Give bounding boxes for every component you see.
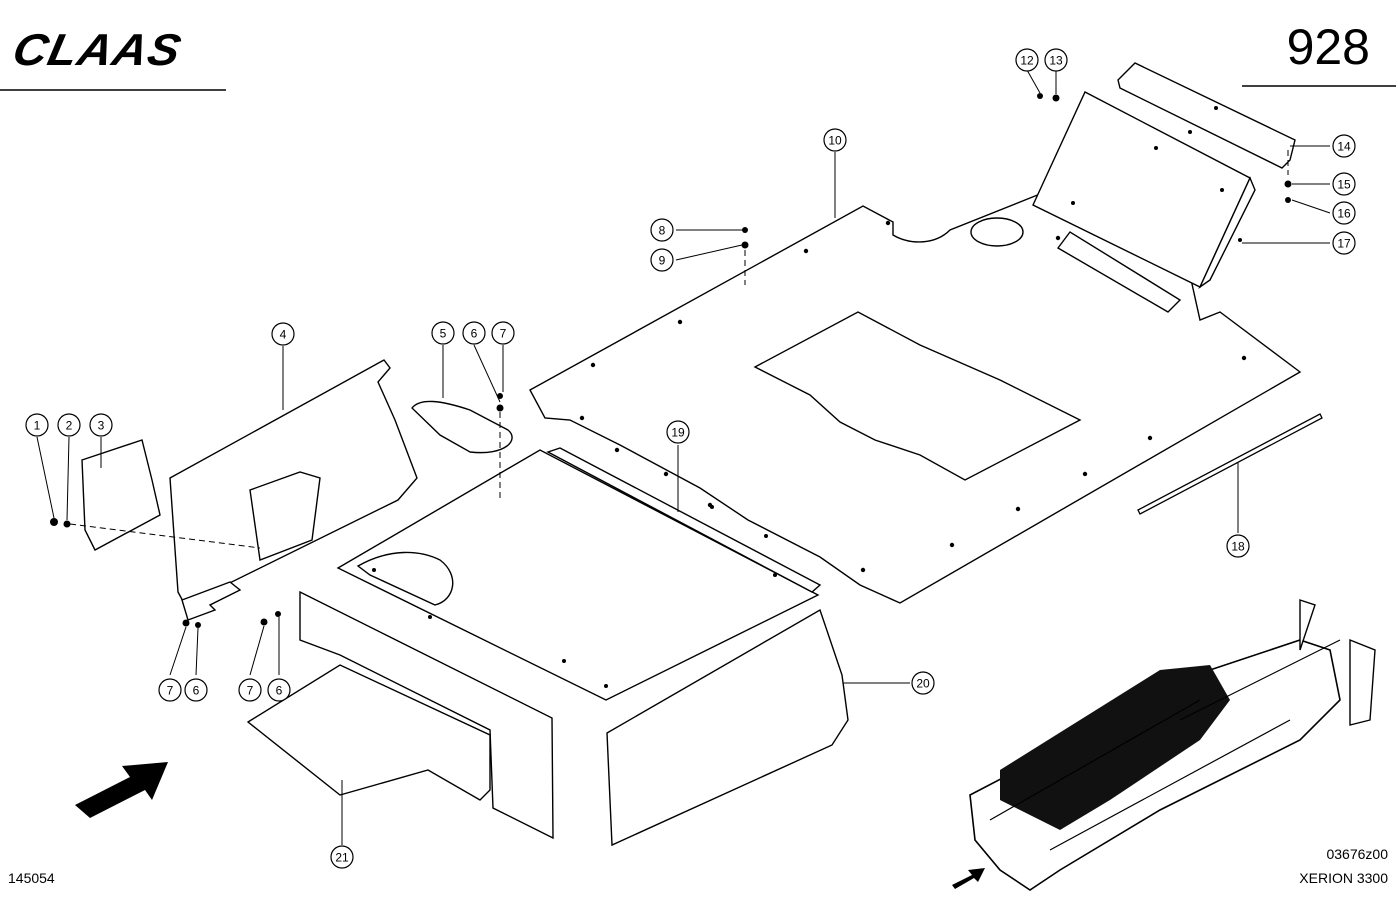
callout-14: 14: [1337, 140, 1351, 154]
rear-cover: [1032, 62, 1296, 313]
callout-19: 19: [671, 426, 685, 440]
callout-20: 20: [916, 677, 930, 691]
cover-plate: [411, 400, 513, 454]
drawing-code: 03676z00: [1326, 846, 1388, 862]
direction-arrow-icon: [75, 762, 168, 818]
callout-7: 7: [247, 684, 254, 698]
callout-circles: [25, 48, 1356, 869]
small-bracket: [81, 439, 161, 551]
leader-lines: [36, 69, 1331, 845]
callout-2: 2: [66, 419, 73, 433]
center-panel-holes: [372, 505, 777, 688]
callout-6: 6: [471, 327, 478, 341]
callout-16: 16: [1337, 207, 1351, 221]
reference-number: 145054: [8, 870, 55, 886]
callout-21: 21: [335, 851, 349, 865]
rear-cover-holes: [1071, 106, 1242, 242]
callout-15: 15: [1337, 178, 1351, 192]
callout-8: 8: [659, 224, 666, 238]
callout-18: 18: [1231, 540, 1245, 554]
callout-6: 6: [276, 684, 283, 698]
callout-17: 17: [1337, 237, 1351, 251]
callout-5: 5: [440, 327, 447, 341]
seal-strip: [1137, 413, 1323, 515]
callout-4: 4: [280, 328, 287, 342]
header-rules: [0, 85, 1396, 91]
fasteners: [50, 93, 1292, 628]
model-name: XERION 3300: [1299, 870, 1388, 886]
callout-3: 3: [98, 419, 105, 433]
callout-9: 9: [659, 254, 666, 268]
page-number: 928: [1286, 19, 1370, 75]
floor-panel: [529, 193, 1302, 604]
floor-plate: [246, 664, 491, 801]
lower-tunnel-panel: [299, 590, 849, 847]
assembly-lines: [69, 150, 1289, 549]
callout-7: 7: [500, 327, 507, 341]
chassis-overview-thumbnail: [952, 599, 1376, 891]
callout-7: 7: [167, 684, 174, 698]
center-panel: [336, 447, 822, 701]
callout-13: 13: [1049, 54, 1063, 68]
callout-6: 6: [193, 684, 200, 698]
left-side-panel: [169, 359, 418, 621]
callout-12: 12: [1020, 54, 1034, 68]
callout-1: 1: [34, 419, 41, 433]
callout-10: 10: [828, 134, 842, 148]
